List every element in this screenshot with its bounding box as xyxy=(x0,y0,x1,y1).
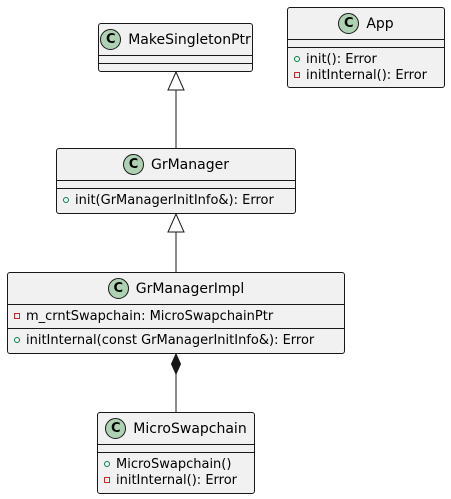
class-grmanager[interactable]: C GrManager init(GrManagerInitInfo&): Er… xyxy=(56,148,296,214)
private-visibility-icon xyxy=(14,313,20,319)
field-text: m_crntSwapchain: MicroSwapchainPtr xyxy=(26,308,274,324)
method-text: init(GrManagerInitInfo&): Error xyxy=(75,192,274,208)
private-visibility-icon xyxy=(104,477,110,483)
class-microswapchain[interactable]: C MicroSwapchain MicroSwapchain() initIn… xyxy=(97,412,255,494)
fields-section xyxy=(98,445,254,453)
class-c-icon: C xyxy=(105,418,127,439)
method-text: initInternal(const GrManagerInitInfo&): … xyxy=(26,332,315,348)
method-text: MicroSwapchain() xyxy=(116,456,232,472)
class-header: C GrManager xyxy=(57,149,295,181)
method-row: initInternal(): Error xyxy=(98,472,254,488)
class-name: MakeSingletonPtr xyxy=(128,31,251,48)
methods-section: initInternal(const GrManagerInitInfo&): … xyxy=(8,329,344,352)
methods-section: MicroSwapchain() initInternal(): Error xyxy=(98,453,254,492)
fields-section xyxy=(99,56,252,64)
class-grmanagerimpl[interactable]: C GrManagerImpl m_crntSwapchain: MicroSw… xyxy=(7,272,345,354)
class-header: C MicroSwapchain xyxy=(98,413,254,445)
class-c-icon: C xyxy=(123,154,144,175)
field-row: m_crntSwapchain: MicroSwapchainPtr xyxy=(8,308,344,324)
method-text: initInternal(): Error xyxy=(116,472,238,488)
inheritance-edge-grmanagerimpl-grmanager xyxy=(167,212,185,272)
fields-section xyxy=(57,181,295,189)
class-header: C GrManagerImpl xyxy=(8,273,344,305)
class-name: App xyxy=(366,15,394,32)
method-row: MicroSwapchain() xyxy=(98,456,254,472)
class-makesingletonptr[interactable]: C MakeSingletonPtr xyxy=(98,23,253,72)
class-name: MicroSwapchain xyxy=(133,420,247,437)
class-c-icon: C xyxy=(107,278,129,299)
class-c-icon: C xyxy=(100,29,122,50)
class-header: C App xyxy=(288,8,444,40)
methods-section xyxy=(99,64,252,71)
composition-edge-grmanagerimpl-microswapchain xyxy=(170,352,182,412)
fields-section: m_crntSwapchain: MicroSwapchainPtr xyxy=(8,305,344,329)
inheritance-edge-grmanager-makesingletonptr xyxy=(167,70,185,148)
method-row: initInternal(): Error xyxy=(288,67,444,83)
methods-section: init(GrManagerInitInfo&): Error xyxy=(57,189,295,212)
class-c-icon: C xyxy=(338,13,360,34)
method-row: init(GrManagerInitInfo&): Error xyxy=(57,192,295,208)
private-visibility-icon xyxy=(294,72,300,78)
method-row: initInternal(const GrManagerInitInfo&): … xyxy=(8,332,344,348)
methods-section: init(): Error initInternal(): Error xyxy=(288,48,444,87)
method-text: init(): Error xyxy=(306,51,377,67)
class-header: C MakeSingletonPtr xyxy=(99,24,252,56)
public-visibility-icon xyxy=(14,337,20,343)
public-visibility-icon xyxy=(63,197,69,203)
public-visibility-icon xyxy=(104,461,110,467)
method-row: init(): Error xyxy=(288,51,444,67)
class-app[interactable]: C App init(): Error initInternal(): Erro… xyxy=(287,7,445,88)
fields-section xyxy=(288,40,444,48)
class-name: GrManagerImpl xyxy=(135,280,245,297)
public-visibility-icon xyxy=(294,56,300,62)
method-text: initInternal(): Error xyxy=(306,67,428,83)
class-name: GrManager xyxy=(151,156,229,173)
